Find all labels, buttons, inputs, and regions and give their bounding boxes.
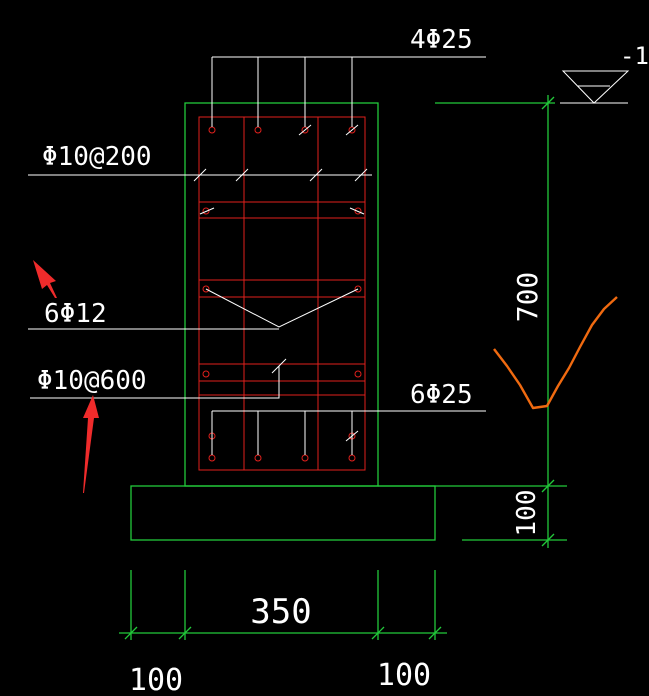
dimension-vertical [378,95,567,548]
leader-lines [28,56,486,455]
leader-tie [30,366,280,399]
label-side-bars: 6Φ12 [44,299,107,329]
section-outline [130,102,436,541]
beam-section-outline [184,102,379,487]
arrow-side-bars [33,260,57,298]
top-bar [208,126,216,134]
leader-side-bars-v [205,288,359,328]
dim-height: 700 [511,272,544,323]
bedding-outline [130,485,436,541]
side-bar [202,285,210,293]
label-tie: Φ10@600 [37,366,147,396]
side-bar [354,285,362,293]
check-mark [493,296,618,410]
level-triangle [561,70,630,104]
dim-bed: 100 [512,490,542,537]
dim-width: 350 [250,592,311,632]
level-marker [560,70,630,104]
dim-left: 100 [129,663,183,696]
bottom-bar [348,454,356,462]
label-stirrup: Φ10@200 [42,142,152,172]
reinforcement [198,116,366,471]
label-level: -1 [620,42,649,70]
top-bar [254,126,262,134]
dimension-horizontal [119,570,447,640]
side-bar [202,370,210,378]
bottom-bar [208,454,216,462]
arrow-tie [83,395,99,493]
label-top-bars: 4Φ25 [410,25,473,55]
side-bar [202,207,210,215]
label-bottom-bars: 6Φ25 [410,380,473,410]
side-bar [354,370,362,378]
dim-right: 100 [377,658,431,693]
bottom-bar [254,454,262,462]
bottom-bar [301,454,309,462]
side-bar [354,207,362,215]
stirrup-outer [198,116,366,471]
